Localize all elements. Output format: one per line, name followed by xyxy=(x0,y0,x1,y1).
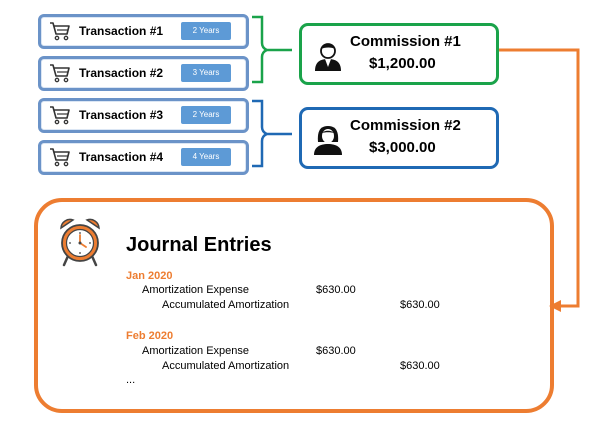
more-entries-ellipsis: ... xyxy=(126,374,136,386)
transaction-label: Transaction #4 xyxy=(79,150,164,164)
transaction-label: Transaction #2 xyxy=(79,66,164,80)
transaction-box-1: Transaction #1 2 Years xyxy=(38,14,249,49)
commission-amount: $3,000.00 xyxy=(369,139,436,156)
credit-amount: $630.00 xyxy=(400,299,440,311)
commission-box-2: Commission #2 $3,000.00 xyxy=(299,107,499,169)
transaction-label: Transaction #1 xyxy=(79,24,164,38)
credit-account: Accumulated Amortization xyxy=(162,360,290,372)
group-bracket-2 xyxy=(252,99,292,168)
credit-amount: $630.00 xyxy=(400,360,440,372)
commission-amount: $1,200.00 xyxy=(369,55,436,72)
years-badge: 2 Years xyxy=(181,22,231,40)
debit-account: Amortization Expense xyxy=(142,284,249,296)
cart-icon xyxy=(50,22,70,41)
transaction-label: Transaction #3 xyxy=(79,108,164,122)
debit-amount: $630.00 xyxy=(316,284,356,296)
cart-icon xyxy=(50,106,70,125)
years-badge: 2 Years xyxy=(181,106,231,124)
commission-title: Commission #1 xyxy=(350,33,461,50)
cart-icon xyxy=(50,148,70,167)
female-user-icon xyxy=(314,126,342,155)
journal-entries-box: Journal Entries Jan 2020 Amortization Ex… xyxy=(34,198,554,413)
commission-title: Commission #2 xyxy=(350,117,461,134)
group-bracket-1 xyxy=(252,15,292,84)
commission-box-1: Commission #1 $1,200.00 xyxy=(299,23,499,85)
transaction-box-2: Transaction #2 3 Years xyxy=(38,56,249,91)
years-badge: 3 Years xyxy=(181,64,231,82)
debit-amount: $630.00 xyxy=(316,345,356,357)
cart-icon xyxy=(50,64,70,83)
credit-account: Accumulated Amortization xyxy=(162,299,290,311)
transaction-box-4: Transaction #4 4 Years xyxy=(38,140,249,175)
alarm-clock-icon xyxy=(60,218,100,267)
journal-title: Journal Entries xyxy=(126,234,272,256)
male-user-icon xyxy=(315,43,341,71)
years-badge: 4 Years xyxy=(181,148,231,166)
entry-month: Feb 2020 xyxy=(126,330,174,342)
transaction-box-3: Transaction #3 2 Years xyxy=(38,98,249,133)
entry-month: Jan 2020 xyxy=(126,270,173,282)
debit-account: Amortization Expense xyxy=(142,345,249,357)
